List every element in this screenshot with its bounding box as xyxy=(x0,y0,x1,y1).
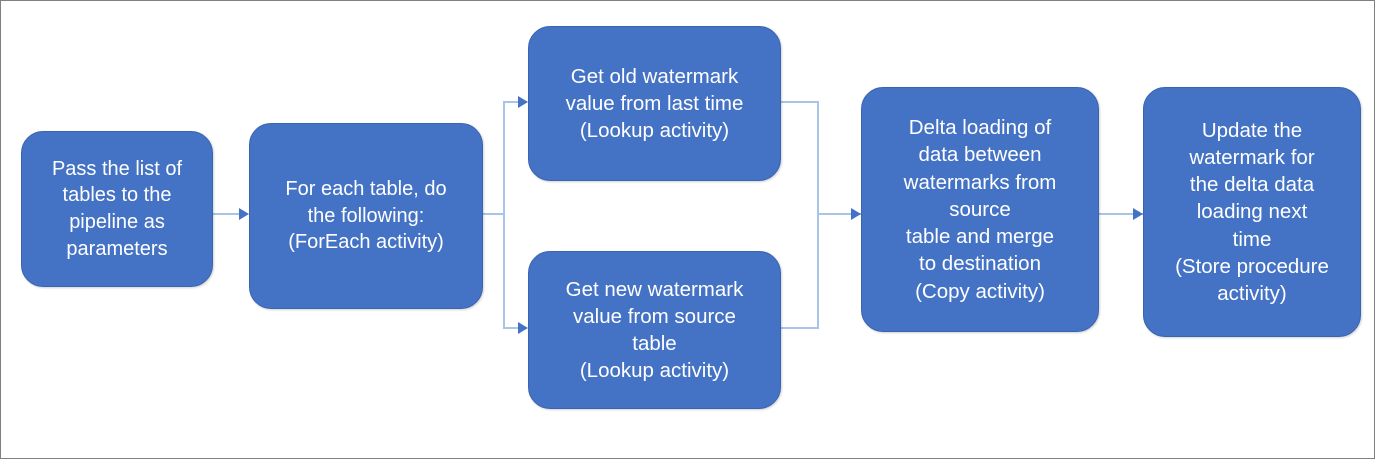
connector-merge-to-delta-loading xyxy=(817,213,861,215)
connector-delta-loading-to-update xyxy=(1099,213,1143,215)
node-pass-list-of-tables[interactable]: Pass the list of tables to the pipeline … xyxy=(21,131,213,287)
connector-split-to-old-watermark xyxy=(503,101,527,103)
connector-split-to-new-watermark xyxy=(503,327,527,329)
arrowhead-merge-to-delta-loading xyxy=(851,208,861,220)
connector-new-watermark-to-merge xyxy=(781,327,819,329)
node-get-new-watermark[interactable]: Get new watermark value from source tabl… xyxy=(528,251,781,409)
node-update-watermark[interactable]: Update the watermark for the delta data … xyxy=(1143,87,1361,337)
node-get-old-watermark[interactable]: Get old watermark value from last time (… xyxy=(528,26,781,181)
arrowhead-split-to-new-watermark xyxy=(518,322,528,334)
connector-merge-bus xyxy=(817,101,819,329)
node-delta-loading-copy[interactable]: Delta loading of data between watermarks… xyxy=(861,87,1099,332)
arrowhead-delta-loading-to-update xyxy=(1133,208,1143,220)
connector-old-watermark-to-merge xyxy=(781,101,819,103)
node-for-each-table[interactable]: For each table, do the following: (ForEa… xyxy=(249,123,483,309)
connector-pass-to-foreach xyxy=(211,213,241,215)
connector-foreach-stub xyxy=(483,213,505,215)
arrowhead-split-to-old-watermark xyxy=(518,96,528,108)
connector-split-bus xyxy=(503,101,505,329)
arrowhead-pass-to-foreach xyxy=(239,208,249,220)
